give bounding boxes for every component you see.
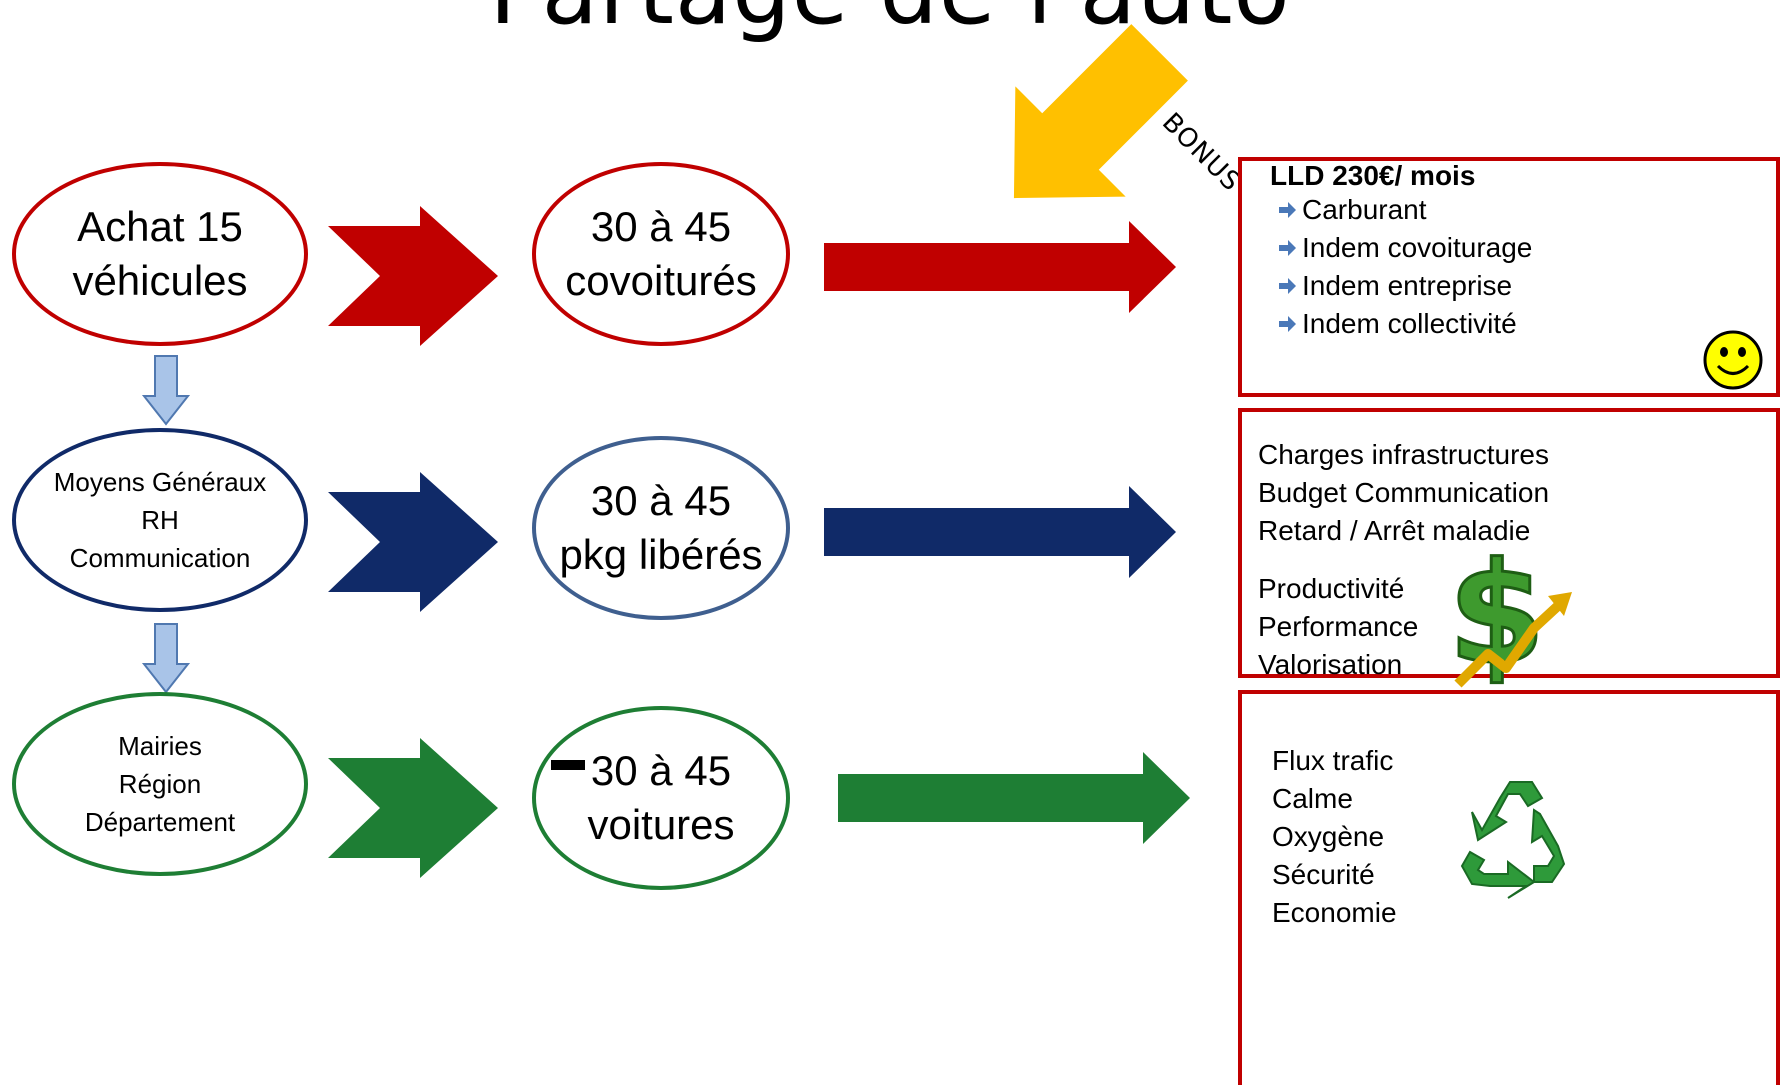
panel-line: Retard / Arrêt maladie <box>1258 515 1531 546</box>
node-line: RH <box>141 505 179 535</box>
recycle-icon <box>1460 781 1566 899</box>
arrow-navy-1 <box>328 472 498 612</box>
savings-panel: Charges infrastructures Budget Communica… <box>1238 408 1780 698</box>
parking-freed-node: 30 à 45 pkg libérés <box>532 436 790 620</box>
panel-line: Sécurité <box>1272 859 1375 890</box>
arrow-bullet-icon <box>1279 278 1296 294</box>
minus-sign <box>551 760 585 770</box>
node-line: Département <box>84 807 236 837</box>
panel-line: Oxygène <box>1272 821 1385 852</box>
panel-line: Valorisation <box>1258 649 1403 680</box>
list-item: Indem entreprise <box>1278 267 1532 305</box>
down-arrow-1 <box>141 355 191 426</box>
lld-panel: LLD 230€/ mois Carburant Indem covoitura… <box>1238 157 1780 397</box>
arrow-red-2 <box>824 221 1176 313</box>
list-item: Carburant <box>1278 191 1532 229</box>
node-line: voitures <box>587 801 735 848</box>
environment-panel: Flux trafic Calme Oxygène Sécurité Econo… <box>1238 690 1780 1085</box>
lld-heading: LLD 230€/ mois <box>1270 160 1476 191</box>
dollar-growth-icon: $ <box>1447 532 1572 698</box>
node-line: Moyens Généraux <box>53 467 267 497</box>
fewer-cars-node: 30 à 45 voitures <box>532 706 790 890</box>
panel-line: Economie <box>1272 897 1397 928</box>
smiley-icon <box>1703 330 1763 390</box>
departments-node: Moyens Généraux RH Communication <box>12 428 308 612</box>
list-item: Indem covoiturage <box>1278 229 1532 267</box>
arrow-bullet-icon <box>1279 240 1296 256</box>
arrow-green-2 <box>838 752 1190 844</box>
arrow-navy-2 <box>824 486 1176 578</box>
carpooled-node: 30 à 45 covoiturés <box>532 162 790 346</box>
panel-line: Flux trafic <box>1272 745 1394 776</box>
node-line: covoiturés <box>565 257 757 304</box>
node-line: Région <box>118 769 202 799</box>
panel-line: Budget Communication <box>1258 477 1550 508</box>
node-line: 30 à 45 <box>590 477 732 524</box>
node-line: Mairies <box>118 731 202 761</box>
node-line: véhicules <box>72 257 248 304</box>
local-authorities-node: Mairies Région Département <box>12 692 308 876</box>
down-arrow-2 <box>141 623 191 694</box>
node-line: Achat 15 <box>77 203 243 250</box>
arrow-bullet-icon <box>1279 202 1296 218</box>
arrow-green-1 <box>328 738 498 878</box>
page-title: Partage de l'auto <box>0 0 1780 45</box>
arrow-red-1 <box>328 206 498 346</box>
node-line: 30 à 45 <box>590 747 732 794</box>
panel-line: Calme <box>1272 783 1353 814</box>
node-line: pkg libérés <box>559 531 763 578</box>
node-line: 30 à 45 <box>590 203 732 250</box>
panel-line: Performance <box>1258 611 1419 642</box>
arrow-bullet-icon <box>1279 316 1296 332</box>
purchase-vehicles-node: Achat 15 véhicules <box>12 162 308 346</box>
panel-line: Charges infrastructures <box>1258 439 1550 470</box>
svg-text:$: $ <box>1448 533 1545 696</box>
node-line: Communication <box>69 543 251 573</box>
list-item: Indem collectivité <box>1278 305 1532 343</box>
panel-line: Productivité <box>1258 573 1405 604</box>
